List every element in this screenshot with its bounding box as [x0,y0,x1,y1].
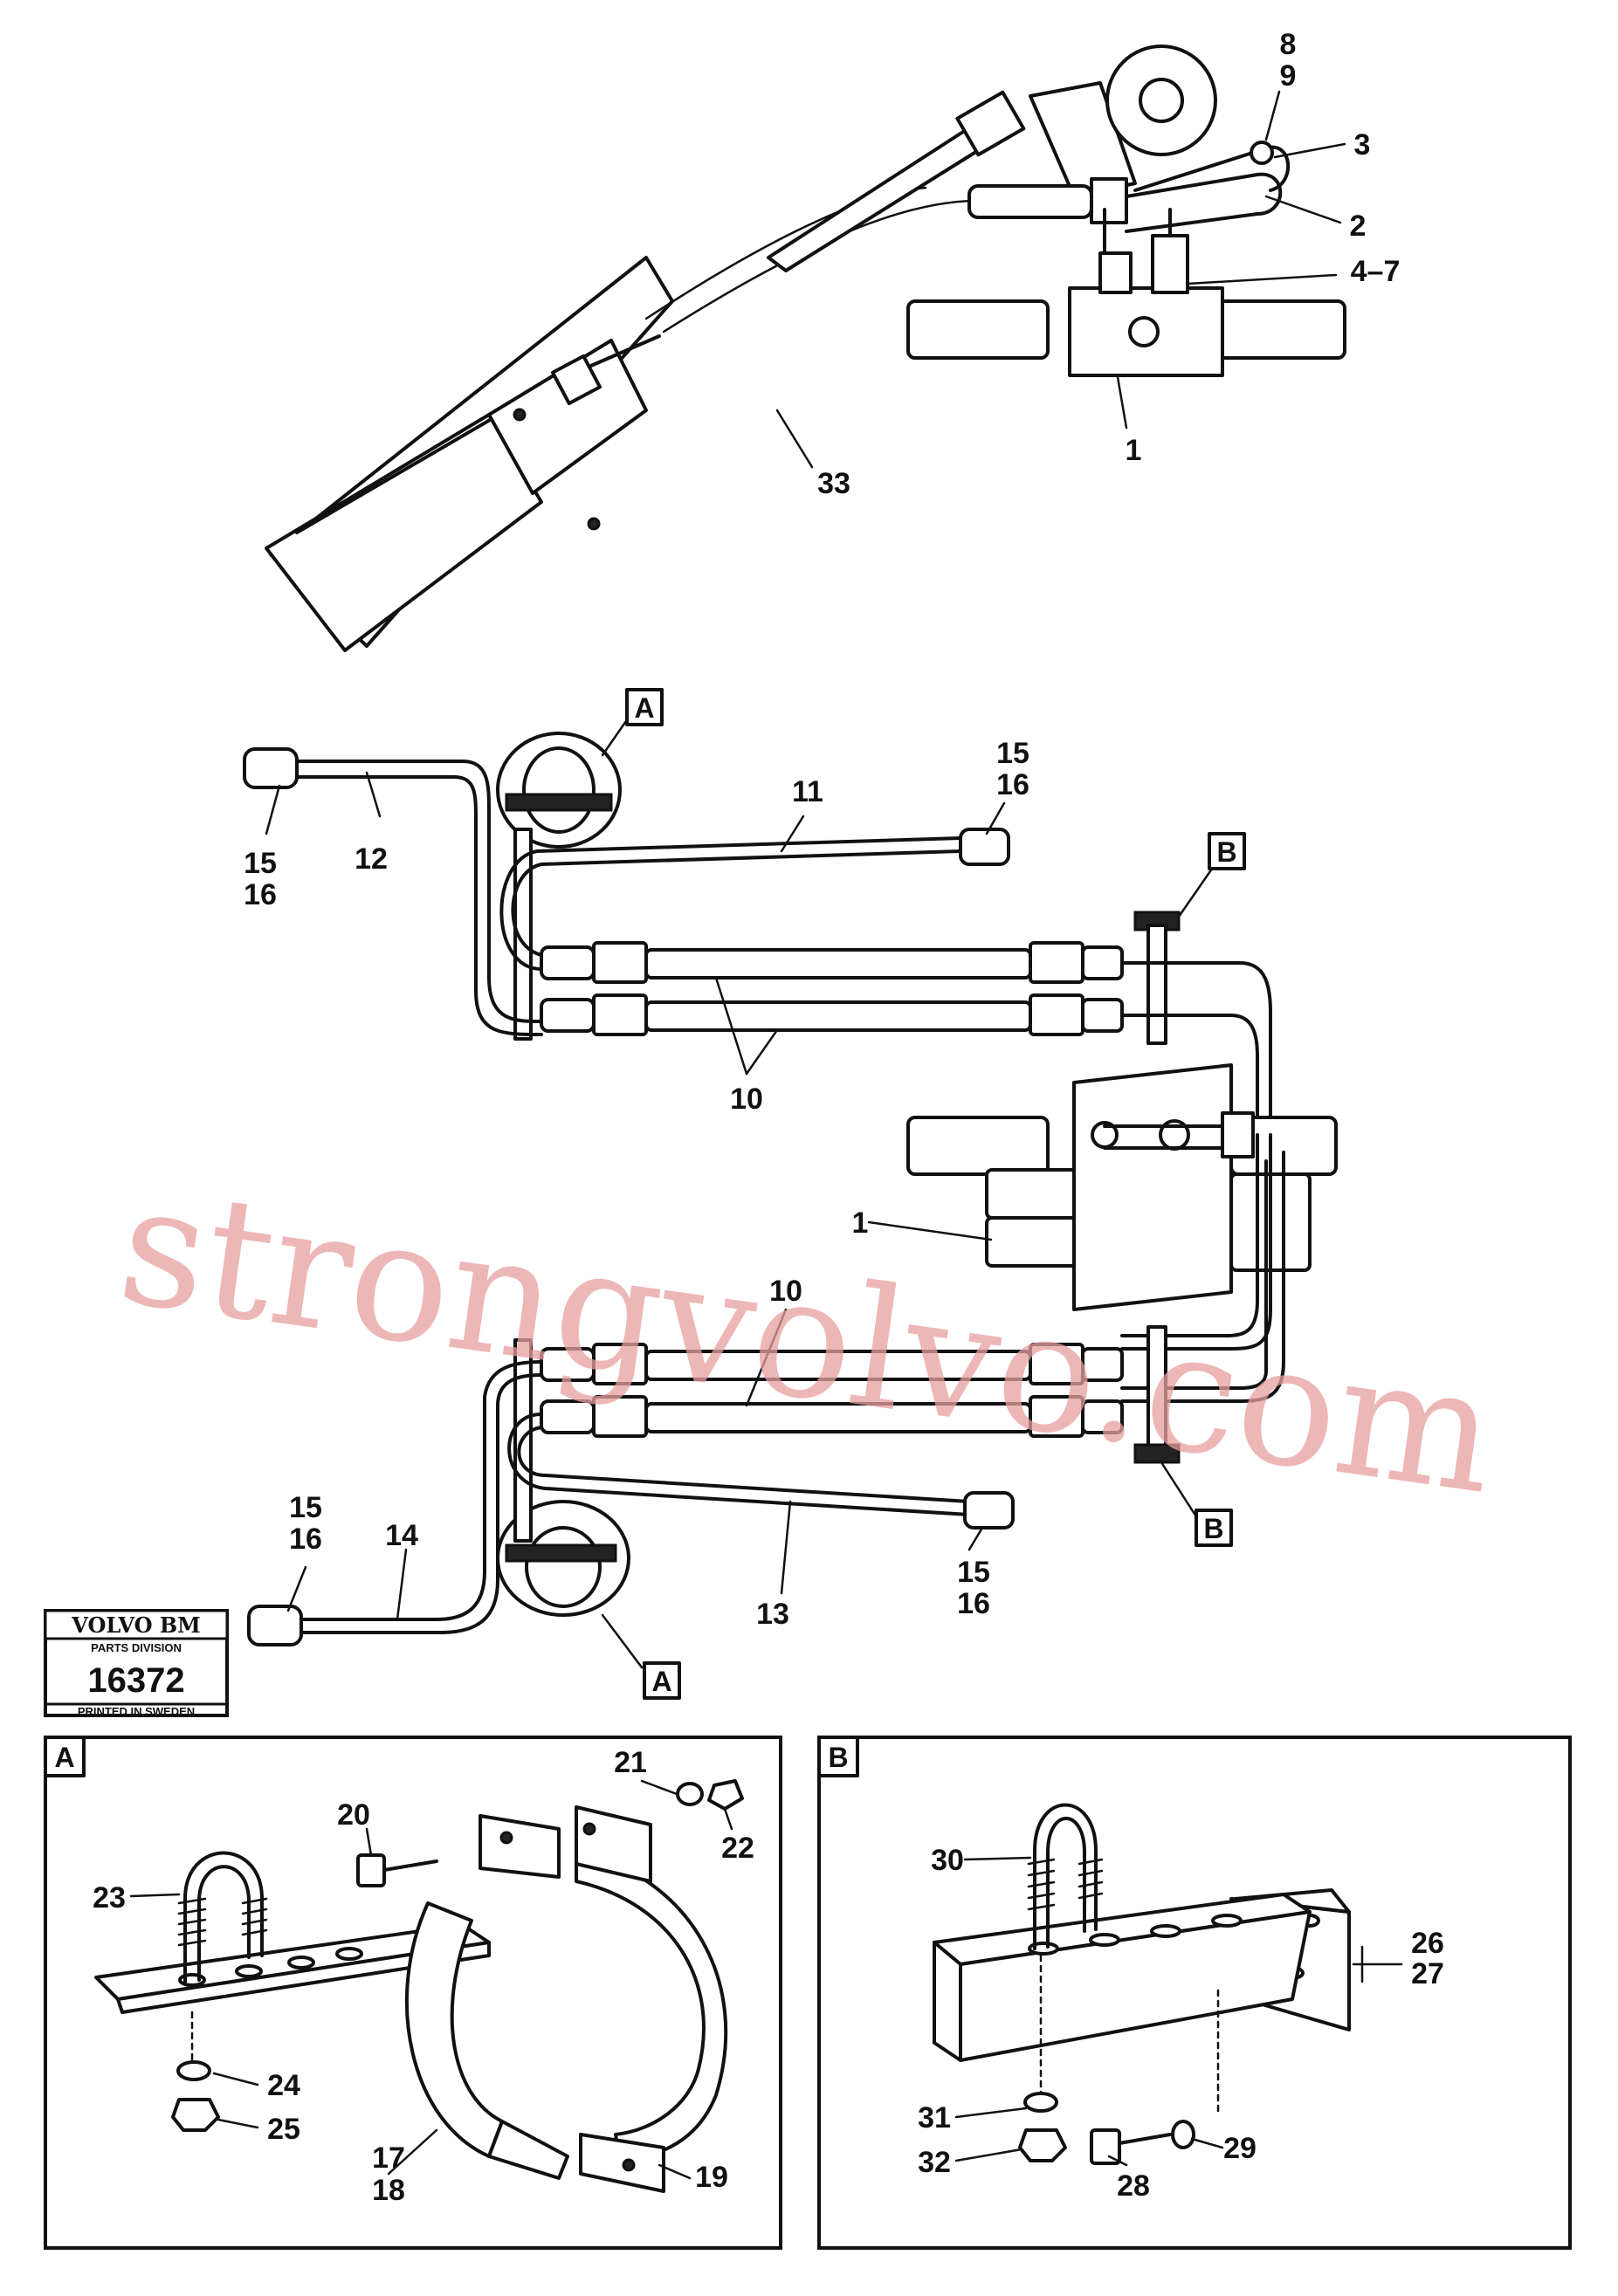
callout-19: 19 [695,2161,728,2194]
detail-b-panel: B [817,1736,1572,2250]
callout-10-top: 10 [730,1083,763,1116]
callout-1-top: 1 [1126,434,1142,467]
nut-25 [171,2098,220,2132]
tag-a-bottom-label: A [651,1666,671,1697]
callout-30: 30 [931,1844,964,1877]
hose-10-upper-b [644,1000,1032,1032]
callout-16-c: 16 [289,1523,322,1556]
callout-29: 29 [1223,2132,1257,2165]
fitting-2 [967,184,1093,219]
fitting-end-12 [243,747,299,789]
callout-26: 26 [1411,1927,1444,1960]
bolt-28 [1090,2128,1121,2165]
valve-1-mid [1072,1063,1233,1311]
top-assembly [265,45,1346,652]
tag-a-top-label: A [634,692,654,724]
callout-23: 23 [93,1881,126,1914]
callout-27: 27 [1411,1957,1444,1990]
callout-13: 13 [756,1598,789,1631]
callout-16-a: 16 [244,878,277,911]
stamp-footer: PRINTED IN SWEDEN [78,1705,195,1718]
u-bolt-23 [183,1851,264,1983]
callout-4-7: 4–7 [1351,255,1401,288]
callout-1-mid: 1 [852,1206,869,1240]
stamp-brand: VOLVO BM [71,1612,200,1638]
nut-32 [1018,2128,1067,2162]
fitting-end-13 [963,1491,1015,1530]
callout-32: 32 [918,2146,951,2179]
hose-10-upper-a [644,948,1032,980]
callout-33: 33 [817,467,850,500]
callout-21: 21 [614,1746,647,1779]
lever [767,120,997,272]
fitting-end-11 [959,828,1010,866]
leaders-top [775,90,1346,469]
hose-assembly [243,732,1338,1646]
bolt-20 [356,1853,386,1887]
callout-15-a: 15 [244,847,277,880]
callout-31: 31 [918,2101,951,2134]
stamp-division: PARTS DIVISION [91,1641,182,1654]
callout-15-c: 15 [289,1491,322,1524]
callout-16-d: 16 [957,1587,990,1620]
detail-a-panel: A [44,1736,782,2250]
callout-12: 12 [355,842,388,876]
fitting-end-14 [247,1605,303,1646]
callout-18: 18 [372,2174,405,2207]
callout-15-d: 15 [957,1556,990,1589]
callout-28: 28 [1117,2169,1150,2203]
callout-3: 3 [1354,128,1371,162]
callout-22: 22 [721,1832,754,1865]
tag-a-bottom [643,1661,681,1700]
tag-b-top-label: B [1216,836,1236,868]
detail-b-tag: B [828,1742,848,1773]
stamp-number: 16372 [87,1661,184,1700]
leaders-detail-a [129,1779,733,2180]
washer-24 [176,2060,211,2081]
callout-10-bottom: 10 [769,1275,802,1308]
volvo-bm-stamp: VOLVO BM PARTS DIVISION 16372 PRINTED IN… [44,1609,229,1718]
washer-31 [1023,2092,1058,2113]
tag-b-top [1208,832,1246,870]
leaders-detail-b [954,1856,1403,2167]
callout-20: 20 [337,1798,370,1832]
callout-15-b: 15 [996,737,1029,770]
tag-b-bottom [1195,1509,1233,1547]
u-bolt-30 [1033,1803,1098,1950]
tag-b-bottom-label: B [1203,1513,1223,1544]
callout-24: 24 [267,2069,300,2102]
washer-29 [1171,2120,1195,2149]
clamp-half-19 [575,1849,728,2162]
callout-11: 11 [792,775,823,808]
nut-22 [707,1779,744,1811]
cylinder-body [265,413,543,652]
callout-8: 8 [1280,28,1297,61]
callout-9: 9 [1280,59,1297,93]
callout-14: 14 [385,1519,418,1552]
callout-17: 17 [372,2141,405,2175]
washer-21 [676,1782,704,1806]
tag-a-top [625,688,664,726]
callout-25: 25 [267,2113,300,2146]
callout-2: 2 [1350,210,1367,243]
detail-a-tag: A [54,1742,74,1773]
callout-16-b: 16 [996,768,1029,801]
